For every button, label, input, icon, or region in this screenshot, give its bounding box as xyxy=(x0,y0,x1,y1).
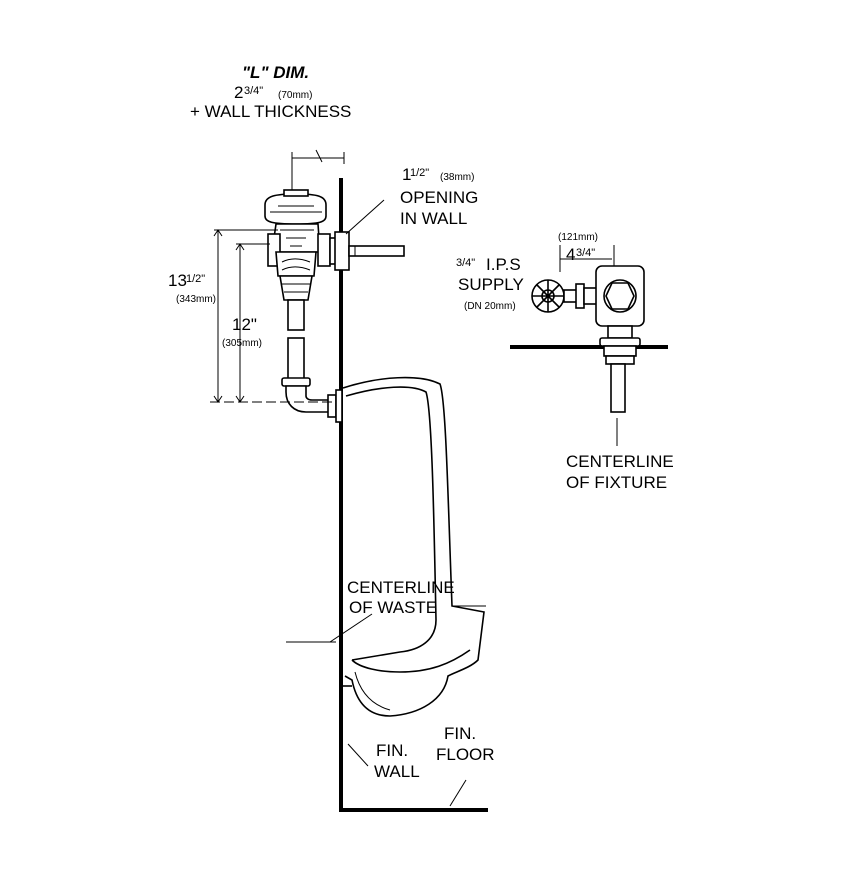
side-value: 4 xyxy=(566,245,575,264)
height-total-fraction: 1/2" xyxy=(186,273,205,285)
fixture-line2: OF FIXTURE xyxy=(566,473,667,492)
l-dim-value: 2 xyxy=(234,83,243,102)
fin-floor-label: FIN. FLOOR xyxy=(436,724,495,764)
height-inner-metric: (305mm) xyxy=(222,338,262,349)
height-total: 13 xyxy=(168,271,187,290)
height-labels: 13 1/2" (343mm) 12" (305mm) xyxy=(168,271,262,349)
waste-line2: OF WASTE xyxy=(349,598,437,617)
l-dim-fraction: 3/4" xyxy=(244,85,263,97)
supply-metric: (DN 20mm) xyxy=(464,301,516,312)
fixture-line1: CENTERLINE xyxy=(566,452,674,471)
opening-metric: (38mm) xyxy=(440,172,474,183)
l-dim-label: "L" DIM. 2 3/4" (70mm) + WALL THICKNESS xyxy=(190,63,351,121)
supply-line1: I.P.S xyxy=(486,255,521,274)
side-metric: (121mm) xyxy=(558,232,598,243)
fixture-centerline-label: CENTERLINE OF FIXTURE xyxy=(566,452,674,492)
opening-line1: OPENING xyxy=(400,188,478,207)
fin-wall-line2: WALL xyxy=(374,762,420,781)
height-inner: 12" xyxy=(232,315,257,334)
waste-line1: CENTERLINE xyxy=(347,578,455,597)
fin-wall-line1: FIN. xyxy=(376,741,408,760)
supply-line2: SUPPLY xyxy=(458,275,524,294)
opening-value: 1 xyxy=(402,165,411,184)
side-dimension-label: (121mm) 4 3/4" xyxy=(558,232,598,264)
supply-fraction: 3/4" xyxy=(456,257,475,269)
height-total-metric: (343mm) xyxy=(176,294,216,305)
flush-valve-icon xyxy=(264,149,405,423)
waste-centerline-label: CENTERLINE OF WASTE xyxy=(347,578,455,617)
supply-label: 3/4" I.P.S SUPPLY (DN 20mm) xyxy=(456,255,524,312)
urinal-fixture-icon xyxy=(342,376,485,717)
opening-label: 1 1/2" (38mm) OPENING IN WALL xyxy=(400,165,478,228)
opening-fraction: 1/2" xyxy=(410,167,429,179)
opening-line2: IN WALL xyxy=(400,209,467,228)
l-dim-title: "L" DIM. xyxy=(242,63,309,82)
l-dim-extra: + WALL THICKNESS xyxy=(190,102,351,121)
stop-valve-handwheel-icon xyxy=(531,245,645,446)
fin-wall-label: FIN. WALL xyxy=(374,741,420,781)
side-fraction: 3/4" xyxy=(576,247,595,259)
l-dim-metric: (70mm) xyxy=(278,90,312,101)
leader-lines xyxy=(286,199,486,807)
height-dimension-lines xyxy=(210,229,332,403)
fin-floor-line2: FLOOR xyxy=(436,745,495,764)
fin-floor-line1: FIN. xyxy=(444,724,476,743)
